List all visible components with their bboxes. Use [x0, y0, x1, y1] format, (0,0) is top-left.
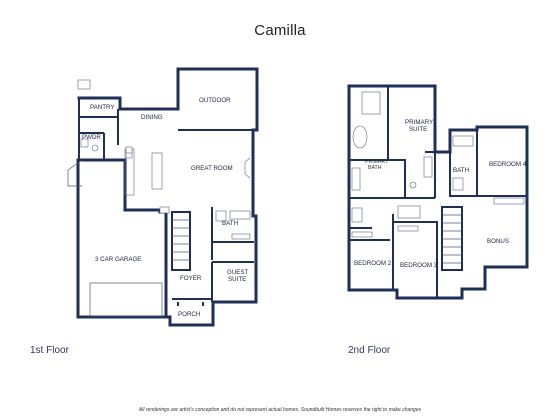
label-pantry: PANTRY: [90, 104, 115, 111]
fireplace-fixture: [244, 157, 251, 179]
primary-closet-wall: [388, 159, 406, 198]
label-great-room: GREAT ROOM: [191, 165, 233, 172]
porch-columns: [177, 302, 204, 306]
exterior-pump-box: [77, 79, 91, 90]
laundry-machines: [397, 205, 421, 219]
label-garage: 3 CAR GARAGE: [95, 256, 141, 263]
first-floor-plan: PANTRY DINING OUTDOOR PWDR GREAT ROOM 3 …: [67, 67, 259, 327]
bath-tub: [229, 210, 251, 220]
primary-vanity-2: [423, 156, 433, 178]
label-primary-bath-2: BATH: [368, 165, 382, 171]
primary-toilet: [409, 181, 417, 189]
label-bedroom4: BEDROOM 4: [489, 161, 527, 168]
second-floor-plan: PRIMARY SUITE PRIMARY BATH BATH BEDROOM …: [347, 84, 529, 300]
primary-bath-right-wall: [425, 151, 436, 198]
second-floor-label: 2nd Floor: [348, 345, 391, 356]
bedroom3-wall: [393, 221, 438, 298]
pwdr-toilet: [91, 144, 99, 152]
bedroom2-closet: [351, 231, 373, 238]
disclaimer-text: All renderings are artist's conception a…: [138, 407, 422, 413]
label-guest: GUEST: [227, 269, 249, 276]
first-floor-stair: [171, 211, 191, 271]
second-floor-stair: [441, 206, 463, 271]
label-primary: PRIMARY: [405, 119, 433, 126]
label-bedroom2: BEDROOM 2: [354, 260, 392, 267]
bonus-shelf: [493, 197, 525, 205]
fridge-marker: [125, 146, 133, 154]
label-bedroom3: BEDROOM 3: [400, 262, 438, 269]
first-floor-label: 1st Floor: [30, 345, 69, 356]
primary-shower: [361, 91, 381, 115]
stair-treads: [172, 219, 190, 261]
mudroom-bench: [159, 206, 170, 214]
label-bath: BATH: [222, 220, 238, 227]
linen-closet: [351, 207, 363, 223]
label-primary-suite: SUITE: [409, 126, 427, 133]
bath-sink-upper: [452, 177, 464, 191]
primary-tub: [352, 125, 368, 149]
garage-door: [89, 282, 163, 317]
garage-side-door: [67, 159, 83, 187]
label-suite: SUITE: [228, 276, 246, 283]
bath-upper-wall: [449, 152, 477, 197]
label-pwdr: PWDR: [82, 134, 101, 141]
second-floor-exterior-wall: [347, 84, 529, 300]
label-porch: PORCH: [178, 311, 200, 318]
label-outdoor: OUTDOOR: [199, 97, 231, 104]
label-bath-upper: BATH: [453, 167, 469, 174]
label-foyer: FOYER: [180, 275, 202, 282]
bath-sink: [215, 210, 227, 222]
label-primary-bath-1: PRIMARY: [365, 159, 389, 165]
first-floor-exterior-wall: [76, 67, 259, 327]
label-bonus: BONUS: [487, 238, 509, 245]
primary-vanity: [351, 167, 361, 191]
pwdr-sink: [80, 138, 89, 148]
closet-shelf: [231, 233, 251, 240]
plan-title: Camilla: [254, 22, 306, 39]
label-dining: DINING: [141, 114, 163, 121]
bedroom3-closet: [397, 225, 419, 232]
bath-tub-upper: [452, 135, 474, 147]
second-stair-treads: [442, 214, 462, 264]
kitchen-island: [151, 152, 163, 190]
